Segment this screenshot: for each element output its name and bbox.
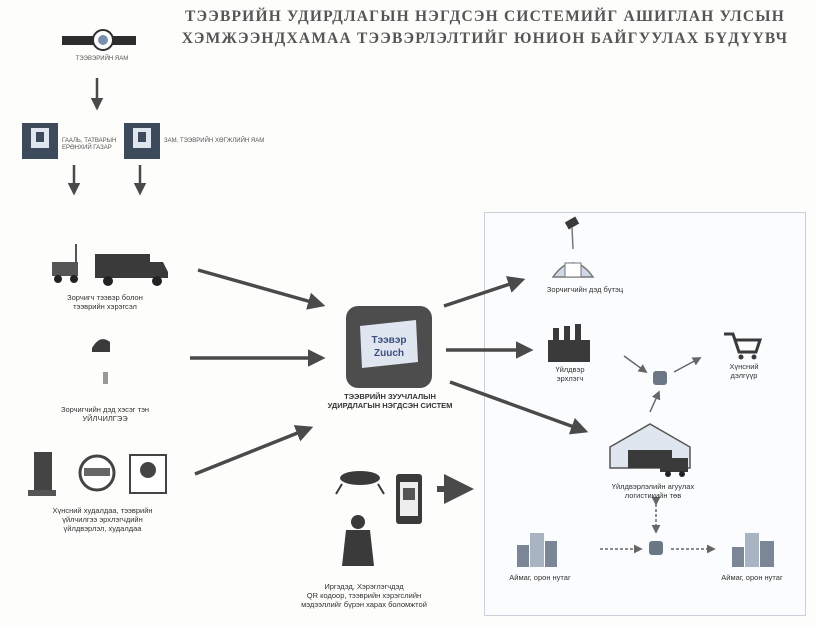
warehouse-truck-icon [609, 423, 691, 477]
person-icon [92, 339, 110, 384]
warehouse-label: Үйлдвэрлэлийн агуулах логистикийн төв [583, 482, 723, 500]
factory-icon [548, 324, 590, 362]
logo-caption: ТЭЭВЭРИЙН ЯАМ [75, 56, 129, 62]
cart-label-line-1: Хүнсний [729, 362, 759, 371]
delivery-truck-icon [52, 244, 168, 286]
transport-label: Зорчигч тээвэр болон тээврийн хэрэгсэл [40, 293, 170, 311]
left-org-caption: ГААЛЬ, ТАТВАРЫН ЕРӨНХИЙ ГАЗАР [62, 138, 117, 151]
system-label: ТЭЭВРИЙН ЗУУЧЛАЛЫН УДИРДЛАГЫН НЭГДСЭН СИ… [292, 392, 488, 410]
app-icon-text-2: Zuuch [374, 348, 404, 359]
person-label-line-1: Зорчигчийн дэд хэсэг тэн [60, 405, 150, 414]
arrow-factory-to-node [623, 355, 648, 374]
network-node-upper [653, 371, 667, 385]
qr-label-line-1: Иргэдэд, Хэрэглэгчдэд [324, 582, 404, 591]
business-label: Хүнсний худалдаа, тээврийн үйлчилгээ эрх… [20, 506, 185, 533]
factory-label: Үйлдвэр эрхлэгч [540, 365, 600, 383]
qr-label-line-3: мэдээллийг бүрэн харах боломжтой [301, 600, 427, 609]
business-icons [28, 452, 167, 496]
transport-label-line-1: Зорчигч тээвэр болон [67, 293, 143, 302]
smartphone-qr-icon [396, 474, 422, 524]
transport-label-line-2: тээврийн хэрэгсэл [73, 302, 137, 311]
businessman-icon [342, 515, 374, 566]
org-building-left-icon [22, 123, 58, 159]
org-building-right-icon [124, 123, 160, 159]
cart-label: Хүнсний дэлгүүр [716, 362, 772, 380]
yurt-satellite-icon [551, 216, 595, 278]
city-left-label: Аймаг, орон нутаг [509, 573, 571, 582]
network-node-lower [649, 541, 663, 555]
warehouse-label-line-1: Үйлдвэрлэлийн агуулах [611, 482, 695, 491]
person-label-line-2: УЙЛЧИЛГЭЭ [82, 414, 128, 423]
system-label-line-2: УДИРДЛАГЫН НЭГДСЭН СИСТЕМ [327, 401, 453, 410]
city-right-label: Аймаг, орон нутаг [721, 573, 783, 582]
title-line-2: ХЭМЖЭЭНДХАМАА ТЭЭВЭРЛЭЛТИЙГ ЮНИОН БАЙГУУ… [181, 30, 789, 47]
warehouse-label-line-2: логистикийн төв [624, 491, 682, 500]
arrow-node-to-cart [673, 357, 702, 373]
yurt-label: Зорчигчийн дэд бүтэц [546, 285, 624, 294]
factory-label-line-2: эрхлэгч [556, 374, 584, 383]
shopping-cart-icon [724, 332, 763, 360]
arrow-system-to-warehouse [449, 380, 589, 435]
right-org-caption: ЗАМ, ТЭЭВРИЙН ХӨГЖЛИЙН ЯАМ [164, 138, 265, 144]
qr-label-line-2: QR кодоор, тээврийн хэрэгслийн [306, 591, 422, 600]
ministry-logo [62, 29, 136, 51]
drone-icon [335, 471, 385, 495]
business-label-line-1: Хүнсний худалдаа, тээврийн [52, 506, 153, 515]
system-app-icon: Тээвэр Zuuch [346, 306, 432, 388]
cart-label-line-2: дэлгүүр [730, 371, 758, 380]
arrow-system-to-yurt [443, 276, 526, 308]
arrow-transport-to-system [197, 268, 326, 310]
city-right-icon [732, 533, 774, 567]
arrow-warehouse-to-node [649, 390, 661, 413]
person-label: Зорчигчийн дэд хэсэг тэн УЙЛЧИЛГЭЭ [20, 405, 190, 423]
business-label-line-2: үйлчилгээ эрхлэгчдийн [62, 515, 143, 524]
app-icon-text-1: Тээвэр [372, 335, 407, 346]
title-line-1: ТЭЭВРИЙН УДИРДЛАГЫН НЭГДСЭН СИСТЕМИЙГ АШ… [185, 8, 785, 25]
city-left-icon [517, 533, 557, 567]
arrow-business-to-system [194, 425, 314, 476]
system-label-line-1: ТЭЭВРИЙН ЗУУЧЛАЛЫН [344, 392, 436, 401]
qr-label: Иргэдэд, Хэрэглэгчдэд QR кодоор, тээврий… [258, 582, 470, 609]
factory-label-line-1: Үйлдвэр [555, 365, 585, 374]
business-label-line-3: үйлдвэрлэл, худалдаа [63, 524, 142, 533]
